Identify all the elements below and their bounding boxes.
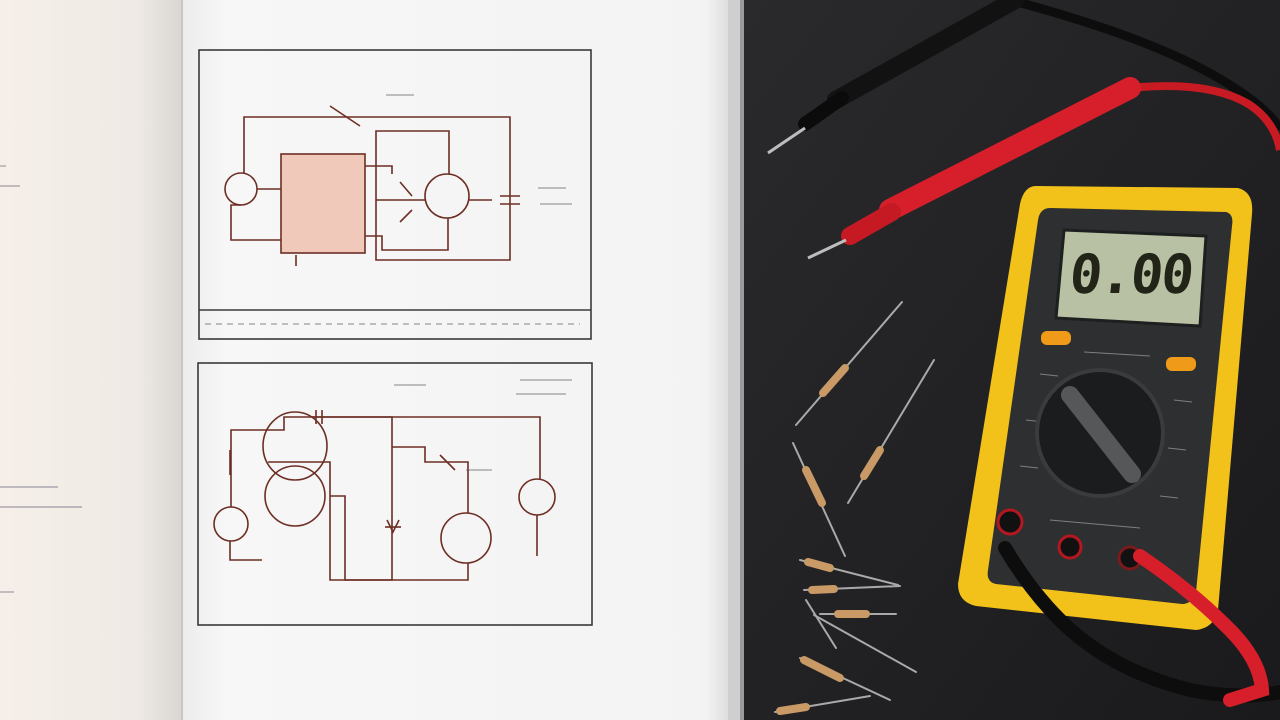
resistor-9 <box>774 695 871 715</box>
red-test-probe <box>807 77 1280 260</box>
right-page <box>182 0 734 720</box>
resistor-2 <box>847 359 935 504</box>
resistor-3 <box>792 442 846 557</box>
schematic-top-notes <box>205 94 580 325</box>
multimeter-reading: 0.00 <box>1066 242 1196 306</box>
resistor-7 <box>805 599 917 673</box>
schematic-top <box>198 49 592 340</box>
black-test-probe <box>767 0 1280 155</box>
dial-pointer <box>1061 386 1141 483</box>
voltage-jack <box>1057 534 1083 560</box>
lcd-screen <box>1054 228 1208 328</box>
right-function-button <box>1166 357 1196 371</box>
schematic-bottom <box>197 362 593 626</box>
resistor-8 <box>799 656 891 701</box>
resistor-4 <box>799 558 899 586</box>
resistor-5 <box>803 585 901 594</box>
resistor-1 <box>795 301 903 426</box>
left-page <box>0 0 182 720</box>
com-jack <box>996 508 1024 536</box>
red-lead <box>1133 549 1270 707</box>
dial-labels <box>1019 351 1193 529</box>
multimeter <box>958 186 1280 707</box>
schematic-bottom-notes <box>394 379 572 471</box>
resistors <box>774 301 935 715</box>
left-function-button <box>1041 331 1071 345</box>
notebook <box>0 0 744 720</box>
left-page-scribbles <box>0 165 82 593</box>
